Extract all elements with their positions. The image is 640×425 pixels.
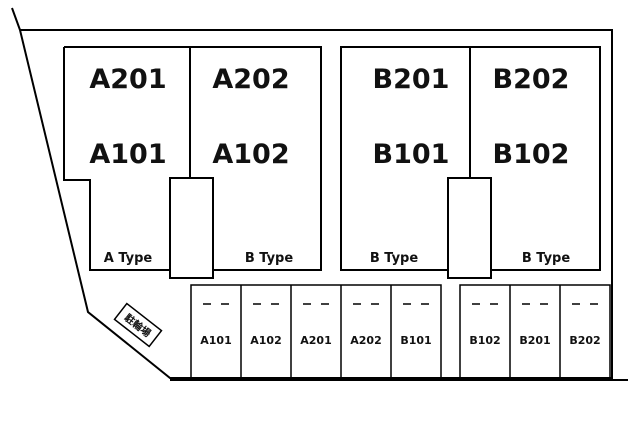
parking-group-1: A101 A102 A201 A202 B101: [190, 284, 442, 378]
parking-slot-label: A201: [300, 334, 331, 347]
unit-label: A201: [89, 64, 166, 95]
building-b: B201 B202 B101 B102 B Type B Type: [340, 46, 601, 279]
type-label: B Type: [245, 251, 294, 266]
unit-label: A102: [212, 139, 289, 170]
parking-slot-label: B201: [519, 334, 550, 347]
unit-label: B201: [373, 64, 450, 95]
type-label: B Type: [370, 251, 419, 266]
parking-row-outline: [459, 284, 611, 378]
unit-label: B202: [493, 64, 570, 95]
type-label: A Type: [104, 251, 153, 266]
type-label: B Type: [522, 251, 571, 266]
site-boundary: [11, 7, 613, 379]
parking-slot-label: B101: [400, 334, 431, 347]
parking-slot-label: B202: [569, 334, 600, 347]
unit-label: B102: [493, 139, 570, 170]
unit-label: A101: [89, 139, 166, 170]
unit-label: A202: [212, 64, 289, 95]
bicycle-parking-box: [113, 302, 163, 348]
parking-slot-label: A202: [350, 334, 381, 347]
parking-slot-label: B102: [469, 334, 500, 347]
parking-group-2: B102 B201 B202: [459, 284, 611, 378]
parking-row-outline: [190, 284, 442, 378]
parking-slot-label: A101: [200, 334, 231, 347]
building-a-stair: [169, 177, 214, 279]
building-a: A201 A202 A101 A102 A Type B Type: [63, 46, 322, 279]
building-a-outline: [63, 46, 322, 271]
unit-label: B101: [373, 139, 450, 170]
parking-slot-label: A102: [250, 334, 281, 347]
building-b-stair: [447, 177, 492, 279]
